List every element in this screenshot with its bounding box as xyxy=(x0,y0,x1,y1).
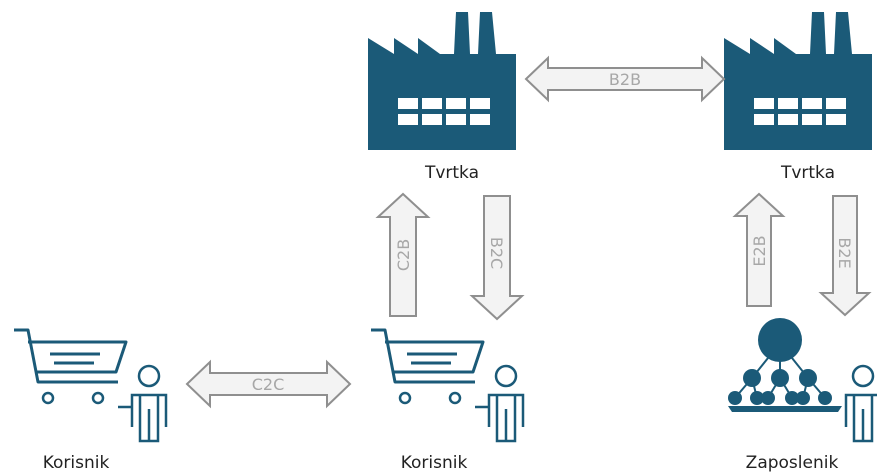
cart-icon xyxy=(371,328,485,405)
factory-icon xyxy=(724,12,872,150)
person-icon xyxy=(118,364,168,443)
b2b-arrow: B2B xyxy=(524,55,726,103)
b2b-arrow-label: B2B xyxy=(609,70,641,89)
company-left-label: Tvrtka xyxy=(424,163,479,183)
b2c-arrow-label: B2C xyxy=(487,237,506,269)
b2e-arrow: B2E xyxy=(818,195,872,317)
e2b-arrow-label: E2B xyxy=(750,235,769,266)
b2c-arrow: B2C xyxy=(469,195,525,321)
person-icon xyxy=(844,364,877,443)
user-middle-label: Korisnik xyxy=(401,453,468,473)
factory-icon xyxy=(368,12,516,150)
employee-label: Zaposlenik xyxy=(746,453,839,473)
user-left-label: Korisnik xyxy=(43,453,110,473)
c2c-arrow-label: C2C xyxy=(252,375,285,394)
cart-icon xyxy=(14,328,128,405)
org-chart-icon xyxy=(728,318,842,412)
company-right-label: Tvrtka xyxy=(780,163,835,183)
c2c-arrow: C2C xyxy=(185,359,352,409)
c2b-arrow: C2B xyxy=(375,192,431,317)
c2b-arrow-label: C2B xyxy=(394,239,413,271)
e2b-arrow: E2B xyxy=(732,192,786,307)
b2e-arrow-label: B2E xyxy=(835,237,854,268)
person-icon xyxy=(475,364,525,443)
